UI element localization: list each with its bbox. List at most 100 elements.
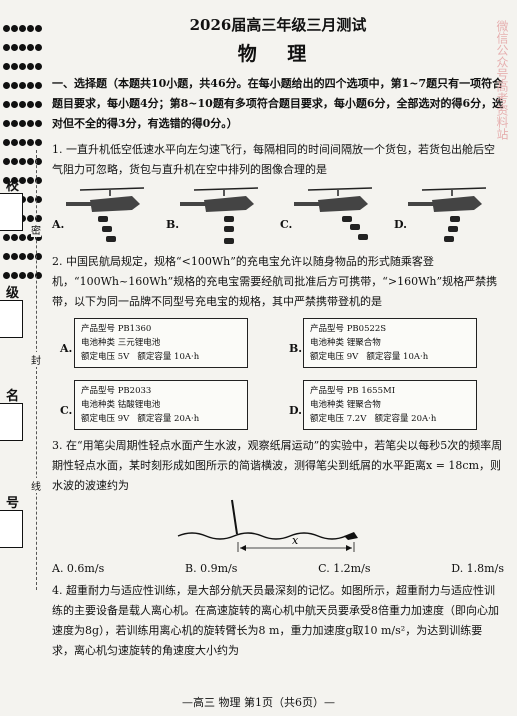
helicopter-icon	[408, 187, 487, 242]
spec-capacity: 额定容量 20A·h	[137, 414, 200, 424]
q2-option-b[interactable]: B. 产品型号 PB0522S 电池种类 锂聚合物 额定电压 9V 额定容量 1…	[289, 318, 504, 368]
spec-label: 产品型号 PB2033 电池种类 钴酸锂电池 额定电压 9V 额定容量 20A·…	[74, 380, 248, 430]
binding-dot	[35, 253, 42, 260]
spec-battery: 电池种类 三元锂电池	[81, 338, 161, 348]
spec-voltage: 额定电压 7.2V	[310, 414, 367, 424]
binding-dot	[27, 63, 34, 70]
binding-dot	[3, 253, 10, 260]
binding-dot	[27, 139, 34, 146]
binding-dot	[3, 120, 10, 127]
binding-dot	[27, 25, 34, 32]
spec-voltage: 额定电压 9V	[310, 352, 359, 362]
helicopter-icon	[180, 187, 259, 244]
binding-dot	[3, 139, 10, 146]
spec-capacity: 额定容量 20A·h	[374, 414, 437, 424]
helicopter-icon	[66, 187, 145, 242]
water-wave-figure: x	[177, 499, 358, 552]
q1-option-a[interactable]: A.	[52, 184, 162, 246]
question-3-choices: A. 0.6m/s B. 0.9m/s C. 1.2m/s D. 1.8m/s	[52, 562, 504, 575]
name-box[interactable]	[0, 403, 23, 441]
paper-scrap-icon	[344, 532, 358, 540]
binding-dot	[35, 101, 42, 108]
question-1-figures: A. B. C.	[52, 184, 504, 246]
spec-label: 产品型号 PB 1655MI 电池种类 锂聚合物 额定电压 7.2V 额定容量 …	[303, 380, 477, 430]
q1-option-b[interactable]: B.	[166, 184, 276, 246]
option-letter: C.	[280, 218, 293, 231]
binding-dot	[35, 120, 42, 127]
option-letter: D.	[394, 218, 407, 231]
q2-option-d[interactable]: D. 产品型号 PB 1655MI 电池种类 锂聚合物 额定电压 7.2V 额定…	[289, 380, 504, 430]
binding-dot	[27, 234, 34, 241]
binding-dot	[27, 158, 34, 165]
binding-dot	[27, 272, 34, 279]
binding-dot	[35, 25, 42, 32]
binding-dot	[19, 177, 26, 184]
class-box[interactable]	[0, 300, 23, 338]
binding-dot	[19, 25, 26, 32]
spec-battery: 电池种类 锂聚合物	[310, 400, 381, 410]
cut-char-seal: 封	[31, 352, 41, 367]
binding-dot	[27, 253, 34, 260]
binding-dot	[11, 63, 18, 70]
option-letter: C.	[60, 404, 73, 417]
binding-dot	[35, 272, 42, 279]
binding-dot	[11, 139, 18, 146]
number-box[interactable]	[0, 510, 23, 548]
binding-dot	[35, 139, 42, 146]
subject-title: 物 理	[237, 43, 319, 65]
cut-line	[36, 150, 37, 590]
exam-title: 2026届高三年级三月测试	[189, 16, 367, 34]
q3-choice-d[interactable]: D. 1.8m/s	[451, 562, 504, 575]
label-number: 号	[6, 496, 20, 511]
q1-option-d[interactable]: D.	[394, 184, 504, 246]
option-letter: D.	[289, 404, 302, 417]
binding-dot	[35, 63, 42, 70]
binding-dot	[19, 82, 26, 89]
binding-dot	[3, 158, 10, 165]
binding-dot	[19, 139, 26, 146]
binding-dot	[35, 44, 42, 51]
school-box[interactable]	[0, 193, 23, 231]
binding-dot	[35, 215, 42, 222]
spec-battery: 电池种类 钴酸锂电池	[81, 400, 161, 410]
cut-char-seal: 密	[31, 222, 41, 237]
binding-dot	[3, 44, 10, 51]
binding-dot	[35, 158, 42, 165]
binding-dot	[11, 82, 18, 89]
binding-dot	[3, 63, 10, 70]
binding-dot	[19, 120, 26, 127]
q1-option-c[interactable]: C.	[280, 184, 390, 246]
spec-battery: 电池种类 锂聚合物	[310, 338, 381, 348]
spec-voltage: 额定电压 9V	[81, 414, 130, 424]
binding-dot	[3, 25, 10, 32]
pen-icon	[231, 499, 238, 535]
binding-dot	[11, 234, 18, 241]
binding-dot	[19, 44, 26, 51]
binding-dot	[3, 177, 10, 184]
section-instructions: 一、选择题（本题共10小题，共46分。在每小题给出的四个选项中，第1~7题只有一…	[52, 77, 504, 130]
binding-dot	[19, 63, 26, 70]
binding-dot	[3, 101, 10, 108]
question-4-text: 4. 超重耐力与适应性训练，是大部分航天员最深刻的记忆。如图所示，超重耐力与适应…	[52, 584, 499, 657]
binding-dot	[11, 101, 18, 108]
q3-choice-b[interactable]: B. 0.9m/s	[185, 562, 238, 575]
binding-dot	[35, 177, 42, 184]
binding-dot	[35, 82, 42, 89]
question-3-text: 3. 在“用笔尖周期性轻点水面产生水波，观察纸屑运动”的实验中，若笔尖以每秒5次…	[52, 439, 503, 492]
option-letter: B.	[166, 218, 180, 231]
q2-option-a[interactable]: A. 产品型号 PB1360 电池种类 三元锂电池 额定电压 5V 额定容量 1…	[60, 318, 275, 368]
binding-dot	[27, 196, 34, 203]
spec-capacity: 额定容量 10A·h	[366, 352, 429, 362]
label-name: 名	[6, 389, 20, 404]
q3-choice-c[interactable]: C. 1.2m/s	[318, 562, 371, 575]
exam-page: 2026届高三年级三月测试 物 理 一、选择题（本题共10小题，共46分。在每小…	[52, 14, 504, 661]
q2-option-c[interactable]: C. 产品型号 PB2033 电池种类 钴酸锂电池 额定电压 9V 额定容量 2…	[60, 380, 275, 430]
binding-dot	[11, 177, 18, 184]
option-letter: B.	[289, 342, 303, 355]
option-letter: A.	[52, 218, 65, 231]
cut-char-line: 线	[31, 478, 41, 493]
binding-dot	[27, 82, 34, 89]
binding-dot	[27, 215, 34, 222]
q3-choice-a[interactable]: A. 0.6m/s	[52, 562, 105, 575]
spec-label: 产品型号 PB1360 电池种类 三元锂电池 额定电压 5V 额定容量 10A·…	[74, 318, 248, 368]
